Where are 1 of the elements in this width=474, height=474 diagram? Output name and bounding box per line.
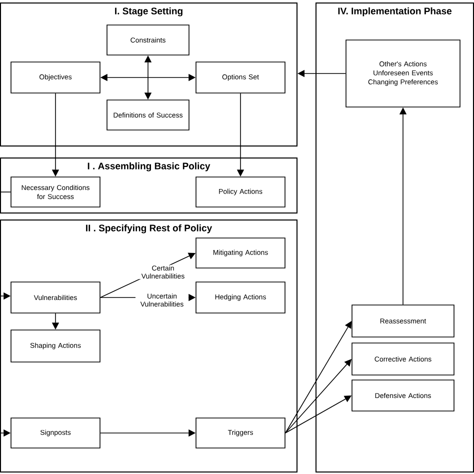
arrow — [285, 321, 352, 434]
